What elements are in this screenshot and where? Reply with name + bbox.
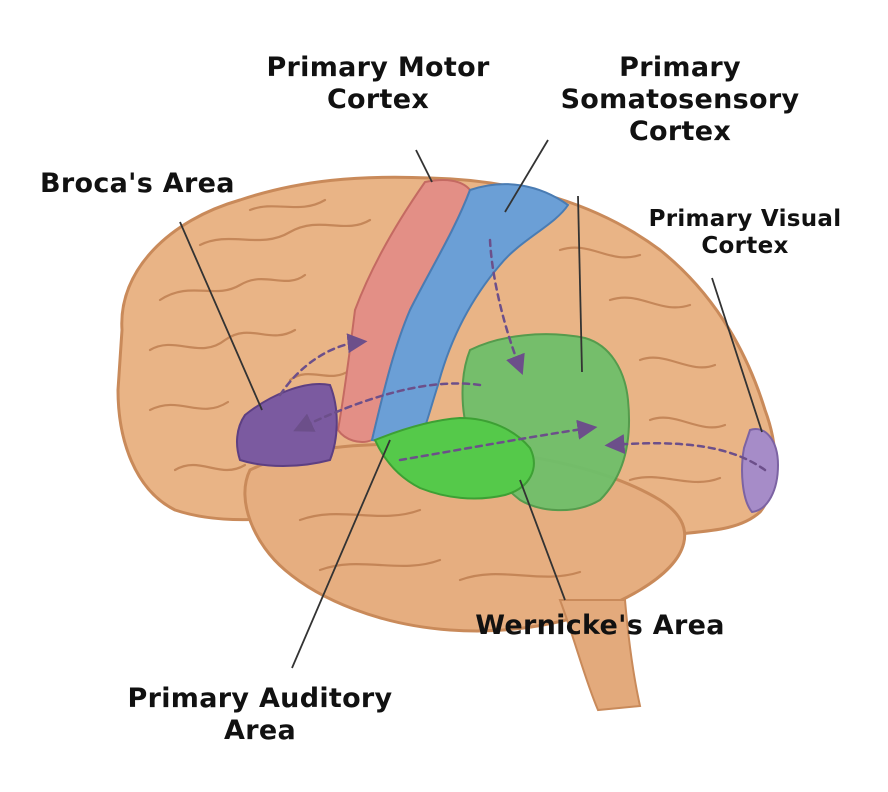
brainstem xyxy=(558,599,642,712)
pathway-arrows xyxy=(278,238,767,472)
label-wernickes-area: Wernicke's Area xyxy=(475,610,725,641)
gyri-texture xyxy=(148,198,727,582)
label-primary-visual-cortex: Primary Visual Cortex xyxy=(648,206,842,260)
visual-cortex-region xyxy=(741,428,780,514)
leader-somatosensory xyxy=(504,139,549,213)
leader-broca xyxy=(179,221,263,411)
label-primary-motor-cortex: Primary Motor Cortex xyxy=(266,52,490,115)
label-primary-somatosensory-cortex: Primary Somatosensory Cortex xyxy=(560,52,800,147)
somatosensory-cortex-region xyxy=(370,183,570,443)
brocas-area-region xyxy=(236,383,338,467)
leader-lines xyxy=(179,139,763,669)
auditory-area-region xyxy=(373,416,535,500)
leader-visual xyxy=(711,277,763,433)
label-primary-auditory-area: Primary Auditory Area xyxy=(127,683,393,746)
leader-auditory xyxy=(291,439,391,669)
label-brocas-area: Broca's Area xyxy=(40,168,235,199)
leader-wernicke xyxy=(519,479,566,601)
leader-motor xyxy=(415,149,433,183)
leader-somatosensory-green xyxy=(577,195,583,373)
